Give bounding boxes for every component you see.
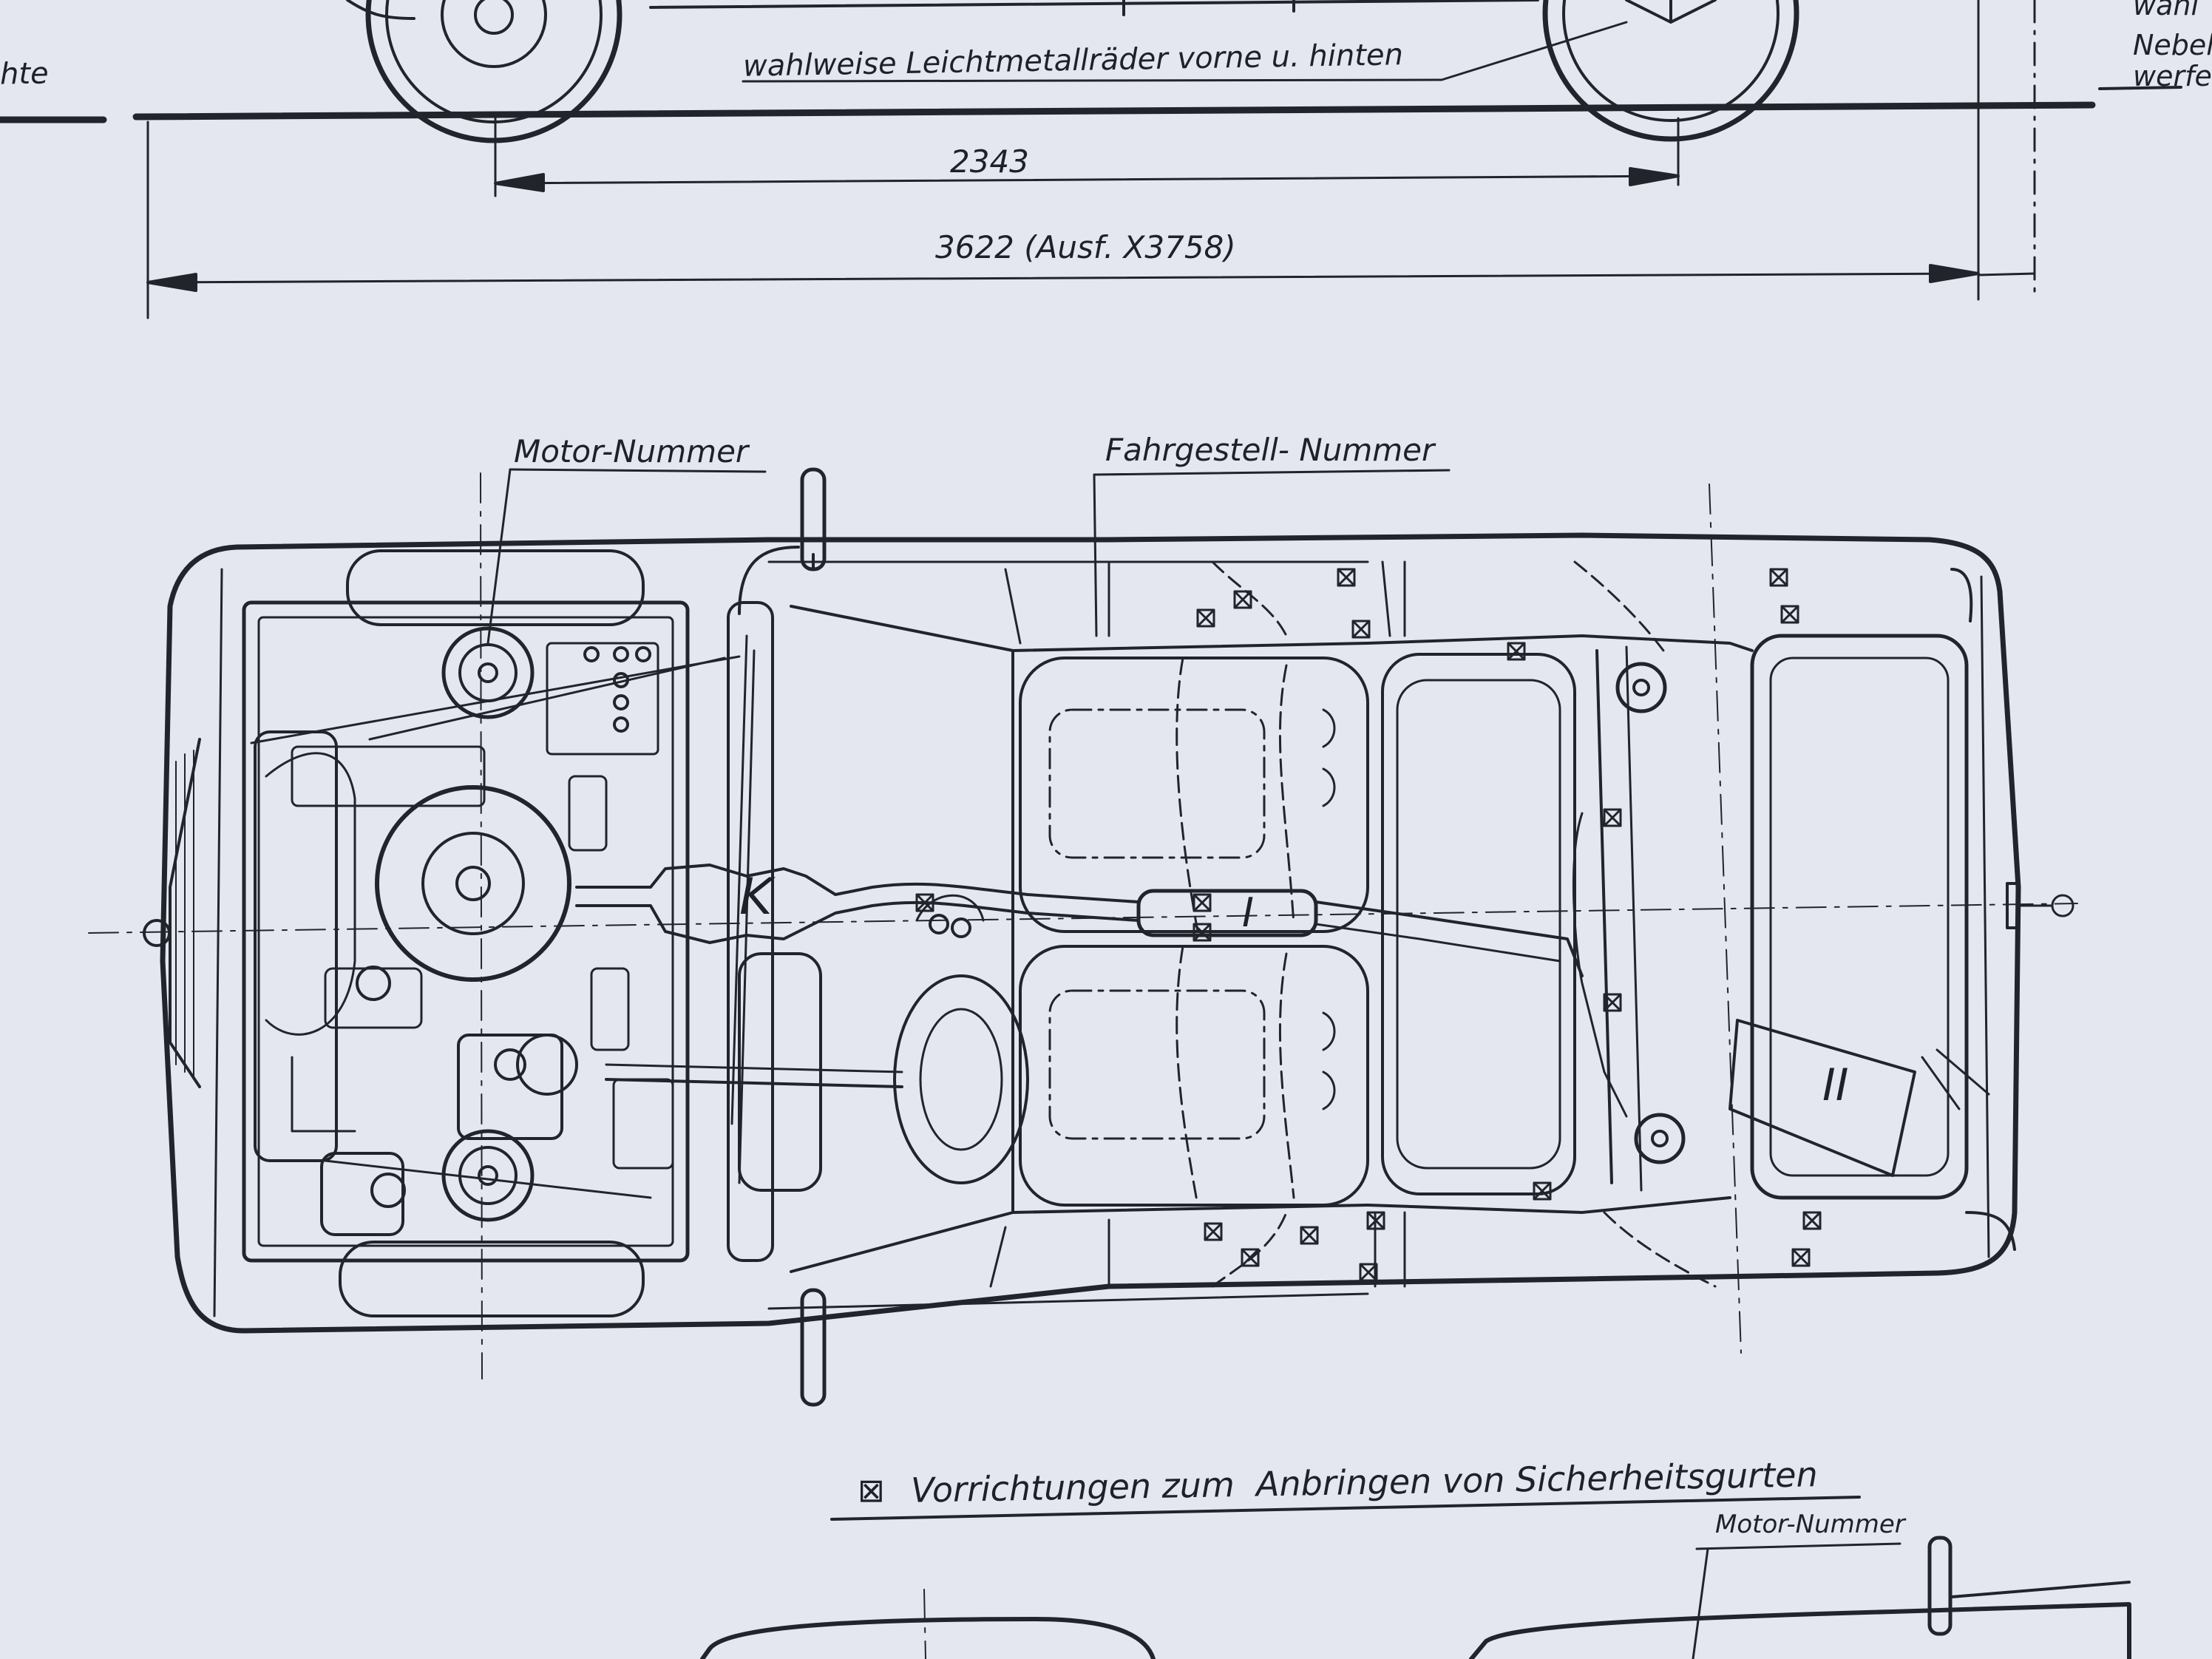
bottom-motor-number-label: Motor-Nummer [1715, 1510, 1905, 1539]
marker-i: I [1242, 889, 1254, 936]
belt-anchor-points [915, 568, 1822, 1282]
overall-length-dimension: 3622 (Ausf. X3758) [935, 229, 1236, 265]
top-view-car [88, 467, 2078, 1407]
marker-k: K [739, 868, 773, 926]
wheelbase-dimension: 2343 [950, 143, 1029, 180]
left-cut-label: hte [0, 56, 50, 92]
bottom-partial-views [700, 1536, 2131, 1659]
right-cut-text-3: werfe [2133, 60, 2212, 92]
marker-ii: II [1822, 1059, 1849, 1111]
legend-underline [830, 1496, 1861, 1521]
right-cut-text-2: Nebel [2133, 29, 2212, 61]
right-cut-text-1: wahl [2133, 0, 2199, 21]
side-view [0, 0, 2182, 319]
chassis-number-label: Fahrgestell- Nummer [1105, 432, 1435, 468]
belt-anchor-legend-symbol: ⊠ [858, 1472, 885, 1510]
motor-number-label: Motor-Nummer [514, 433, 749, 469]
